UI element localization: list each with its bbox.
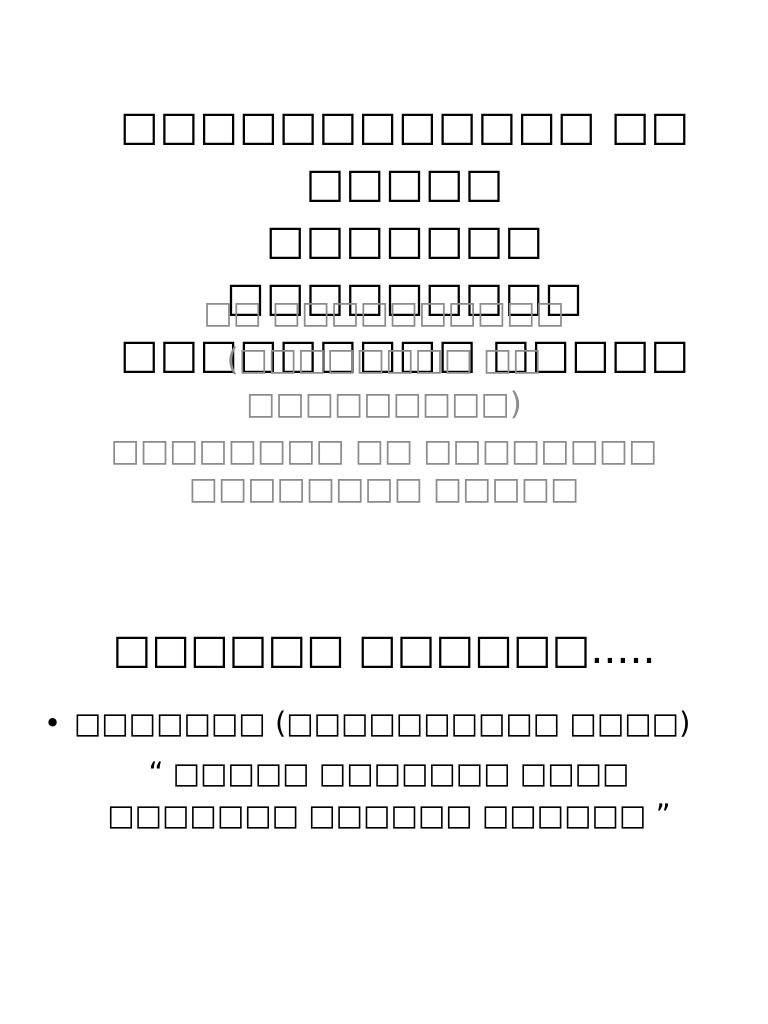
subtitle-line-2: (□□□□□□□□ □□ □□□□□□□□□) xyxy=(226,342,542,422)
bullet-marker: • xyxy=(44,706,62,740)
quote-text: “ □□□□□ □□□□□□□ □□□□ □□□□□□□ □□□□□□ □□□□… xyxy=(107,756,671,832)
title-line-1: □□□□□□□□□□□□ □□ □□□□□ xyxy=(119,102,691,207)
slide-1-subtitle: □□ □□□□□□□□□□ (□□□□□□□□ □□ □□□□□□□□□) □□… xyxy=(100,288,668,508)
bullet-item: • □□□□□□□ (□□□□□□□□□□ □□□□) xyxy=(44,702,724,744)
title-line-3: □□□□□□□□□ □□□□□ xyxy=(119,330,691,378)
slide-1: □□□□□□□□□□□□ □□ □□□□□ □□□□□□□ □□□□□□□□□ … xyxy=(100,98,710,508)
subtitle-line-1: □□ □□□□□□□□□□ xyxy=(203,295,565,331)
subtitle-line-3: □□□□□□□□ □□ □□□□□□□□ □□□□□□□□ □□□□□ xyxy=(110,433,658,507)
slide-2: □□□□□□ □□□□□□..... • □□□□□□□ (□□□□□□□□□□ … xyxy=(0,512,768,1024)
slide-1-title: □□□□□□□□□□□□ □□ □□□□□ □□□□□□□ □□□□□□□□□ … xyxy=(100,98,710,383)
bullet-text: □□□□□□□ (□□□□□□□□□□ □□□□) xyxy=(74,706,691,740)
title-line-2: □□□□□□□ □□□□□□□□□ xyxy=(226,216,584,321)
slide-2-heading: □□□□□□ □□□□□□..... xyxy=(112,625,656,673)
